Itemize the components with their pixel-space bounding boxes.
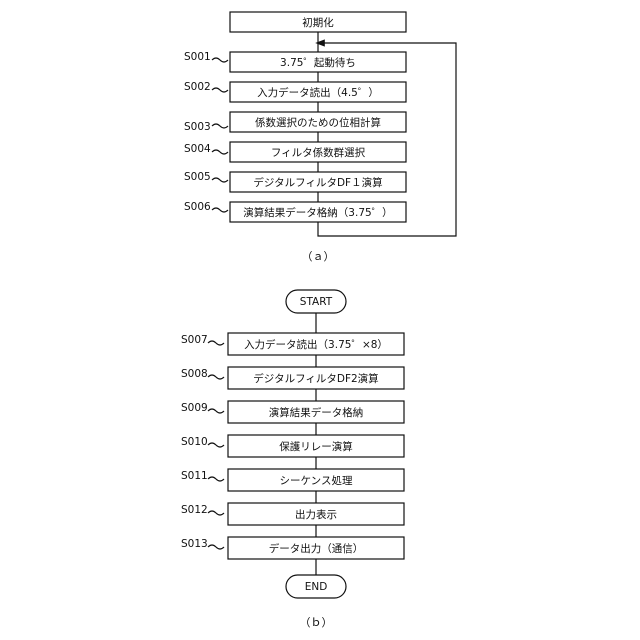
step-S012: 出力表示 S012 bbox=[181, 503, 404, 525]
step-id-label: S010 bbox=[181, 436, 208, 448]
leader-tilde bbox=[208, 409, 224, 413]
leader-tilde bbox=[208, 443, 224, 447]
leader-tilde bbox=[212, 58, 228, 62]
step-S009: 演算結果データ格納 S009 bbox=[181, 401, 404, 423]
step-S002: 入力データ読出（4.5゜） S002 bbox=[184, 81, 406, 102]
process-text: 演算結果データ格納 bbox=[269, 406, 364, 419]
step-S007: 入力データ読出（3.75゜×8） S007 bbox=[181, 333, 404, 355]
process-text: 保護リレー演算 bbox=[279, 440, 353, 453]
step-id-label: S007 bbox=[181, 334, 208, 346]
step-id-label: S008 bbox=[181, 368, 208, 380]
leader-tilde bbox=[212, 150, 228, 154]
init-text: 初期化 bbox=[302, 16, 334, 29]
step-S013: データ出力（通信） S013 bbox=[181, 537, 404, 559]
start-text: START bbox=[300, 296, 333, 308]
step-id-label: S002 bbox=[184, 81, 211, 93]
caption-b: （ｂ） bbox=[300, 616, 333, 629]
step-S010: 保護リレー演算 S010 bbox=[181, 435, 404, 457]
leader-tilde bbox=[212, 178, 228, 182]
step-S006: 演算結果データ格納（3.75゜） S006 bbox=[184, 201, 406, 222]
process-text: 入力データ読出（3.75゜×8） bbox=[244, 338, 388, 351]
leader-tilde bbox=[208, 545, 224, 549]
process-text: 演算結果データ格納（3.75゜） bbox=[243, 206, 392, 219]
process-text: シーケンス処理 bbox=[280, 474, 353, 487]
process-text: 係数選択のための位相計算 bbox=[255, 116, 381, 129]
step-id-label: S006 bbox=[184, 201, 211, 213]
step-S011: シーケンス処理 S011 bbox=[181, 469, 404, 491]
step-id-label: S001 bbox=[184, 51, 211, 63]
leader-tilde bbox=[208, 477, 224, 481]
caption-a: （ａ） bbox=[302, 250, 335, 263]
step-id-label: S005 bbox=[184, 171, 211, 183]
step-id-label: S012 bbox=[181, 504, 208, 516]
flowchart-a: 初期化 3.75゜起動待ち S001 入力データ読出（4.5゜） S002 係数… bbox=[184, 12, 456, 263]
leader-tilde bbox=[208, 341, 224, 345]
leader-tilde bbox=[208, 511, 224, 515]
step-S004: フィルタ係数群選択 S004 bbox=[184, 142, 406, 162]
step-id-label: S004 bbox=[184, 143, 211, 155]
process-text: フィルタ係数群選択 bbox=[271, 146, 366, 159]
leader-tilde bbox=[212, 88, 228, 92]
flowchart-b: START 入力データ読出（3.75゜×8） S007 デジタルフィルタDF2演… bbox=[181, 290, 404, 629]
end-text: END bbox=[305, 581, 328, 593]
leader-tilde bbox=[212, 208, 228, 212]
step-S005: デジタルフィルタDF１演算 S005 bbox=[184, 171, 406, 192]
leader-tilde bbox=[212, 124, 228, 128]
step-S008: デジタルフィルタDF2演算 S008 bbox=[181, 367, 404, 389]
process-text: データ出力（通信） bbox=[269, 542, 364, 555]
process-text: デジタルフィルタDF2演算 bbox=[253, 372, 378, 385]
process-text: 入力データ読出（4.5゜） bbox=[257, 86, 379, 99]
step-S001: 3.75゜起動待ち S001 bbox=[184, 51, 406, 72]
process-text: デジタルフィルタDF１演算 bbox=[253, 176, 382, 189]
step-id-label: S011 bbox=[181, 470, 208, 482]
process-text: 出力表示 bbox=[295, 508, 337, 521]
step-id-label: S003 bbox=[184, 121, 211, 133]
step-id-label: S009 bbox=[181, 402, 208, 414]
step-S003: 係数選択のための位相計算 S003 bbox=[184, 112, 406, 133]
step-id-label: S013 bbox=[181, 538, 208, 550]
leader-tilde bbox=[208, 375, 224, 379]
process-text: 3.75゜起動待ち bbox=[280, 56, 356, 69]
